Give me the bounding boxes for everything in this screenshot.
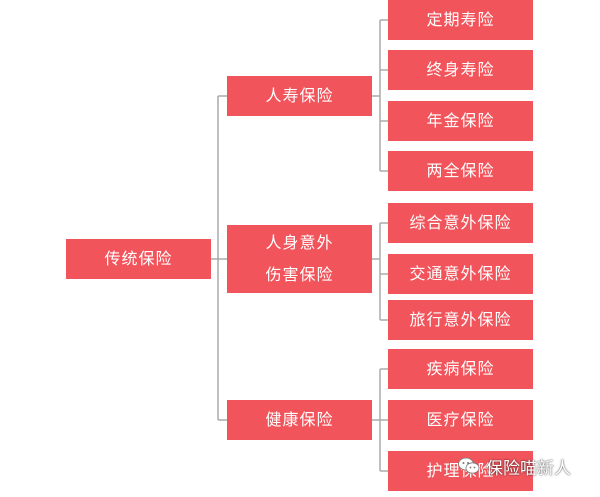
leaf-whole-life: 终身寿险 <box>388 50 533 90</box>
root-node: 传统保险 <box>66 239 211 279</box>
root-label: 传统保险 <box>104 249 173 268</box>
leaf-endowment: 两全保险 <box>388 151 533 191</box>
leaf-label: 交通意外保险 <box>409 264 512 283</box>
leaf-label: 终身寿险 <box>426 60 495 79</box>
leaf-general-accident: 综合意外保险 <box>388 203 533 243</box>
category-accident-label-line1: 人身意外 <box>265 233 334 252</box>
leaf-travel-accident: 旅行意外保险 <box>388 300 533 340</box>
leaf-label: 疾病保险 <box>426 359 495 378</box>
category-accident-label-line2: 伤害保险 <box>265 265 334 284</box>
watermark: 保险喵新人 <box>458 452 571 480</box>
category-life: 人寿保险 <box>227 76 372 116</box>
leaf-term-life: 定期寿险 <box>388 0 533 40</box>
category-health-label: 健康保险 <box>265 410 334 429</box>
wechat-icon <box>458 457 480 475</box>
leaf-label: 医疗保险 <box>426 410 495 429</box>
leaf-traffic-accident: 交通意外保险 <box>388 254 533 294</box>
leaf-disease: 疾病保险 <box>388 349 533 389</box>
leaf-medical: 医疗保险 <box>388 400 533 440</box>
leaf-label: 两全保险 <box>426 161 495 180</box>
category-accident: 人身意外 伤害保险 <box>227 225 372 293</box>
leaf-label: 旅行意外保险 <box>409 310 512 329</box>
category-health: 健康保险 <box>227 400 372 440</box>
leaf-label: 定期寿险 <box>426 10 495 29</box>
leaf-annuity: 年金保险 <box>388 101 533 141</box>
leaf-label: 综合意外保险 <box>409 213 512 232</box>
watermark-text: 保险喵新人 <box>486 458 571 479</box>
leaf-label: 年金保险 <box>426 111 495 130</box>
category-life-label: 人寿保险 <box>265 86 334 105</box>
